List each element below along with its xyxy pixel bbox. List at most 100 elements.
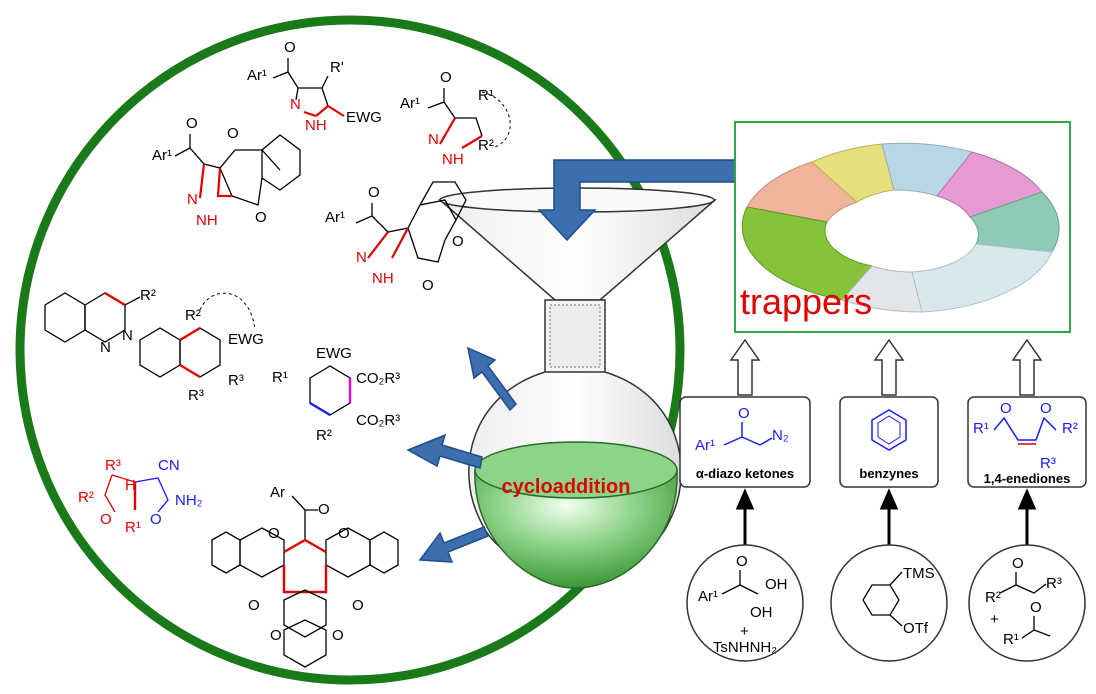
feed-arrow bbox=[537, 159, 736, 242]
product-naphthalene: R² EWG R³ R³ bbox=[139, 292, 264, 404]
p6-r3b: R³ bbox=[188, 387, 204, 404]
p1-ar1: Ar¹ bbox=[247, 67, 267, 84]
p4-o3: O bbox=[422, 277, 434, 294]
p9-o0: O bbox=[318, 501, 330, 518]
p4-ar1: Ar¹ bbox=[325, 209, 345, 226]
p8-r1: R¹ bbox=[125, 519, 141, 536]
sm1-ar1: Ar¹ bbox=[698, 588, 718, 605]
p9-o1: O bbox=[268, 525, 280, 542]
p1-o: O bbox=[284, 39, 296, 56]
p8-o1: O bbox=[100, 511, 112, 528]
p1-n: N bbox=[290, 96, 301, 113]
sm1-oh1: OH bbox=[765, 576, 788, 593]
start-enedione: O R² R³ + O R¹ bbox=[968, 544, 1086, 662]
p4-nh: NH bbox=[372, 270, 394, 287]
p4-o1: O bbox=[368, 184, 380, 201]
p7-co2r3-a: CO₂R³ bbox=[356, 370, 400, 387]
p9-ar: Ar bbox=[270, 484, 285, 501]
diazo-ar1: Ar¹ bbox=[695, 437, 715, 454]
p3-ar1: Ar¹ bbox=[152, 147, 172, 164]
output-arrow-3 bbox=[418, 526, 490, 563]
p4-n: N bbox=[356, 249, 367, 266]
p3-n: N bbox=[187, 191, 198, 208]
p3-o3: O bbox=[255, 209, 267, 226]
p8-r2: R² bbox=[78, 489, 94, 506]
p8-cn: CN bbox=[158, 457, 180, 474]
p7-co2r3-b: CO₂R³ bbox=[356, 412, 400, 429]
p9-o5: O bbox=[270, 627, 282, 644]
puzzle-ring bbox=[741, 142, 1060, 313]
sm3-r3: R³ bbox=[1046, 575, 1062, 592]
p7-r2: R² bbox=[316, 427, 332, 444]
output-arrows bbox=[406, 346, 517, 563]
p4-o2: O bbox=[452, 233, 464, 250]
puzzle-piece-pale bbox=[911, 243, 1053, 313]
p5-n2: N bbox=[122, 327, 133, 344]
product-naphthoquinone-pyrazole: O Ar¹ O O N NH bbox=[152, 115, 301, 229]
p9-o3: O bbox=[248, 597, 260, 614]
p1-ewg: EWG bbox=[346, 109, 382, 126]
output-arrow-1 bbox=[466, 346, 517, 412]
trappers-label: trappers bbox=[740, 281, 872, 322]
p8-h: H bbox=[125, 477, 136, 494]
p1-nh: NH bbox=[305, 117, 327, 134]
product-cinnoline: R² N N bbox=[44, 287, 156, 356]
p6-r2: R² bbox=[185, 307, 201, 324]
puzzle-piece-green bbox=[741, 206, 873, 301]
p2-r1: R¹ bbox=[478, 87, 494, 104]
sm1-plus: + bbox=[740, 623, 749, 640]
hollow-arrows bbox=[729, 338, 1043, 396]
product-pyrazole-2: O Ar¹ R¹ N NH R² bbox=[400, 69, 511, 168]
p3-o2: O bbox=[227, 125, 239, 142]
enedione-r2: R² bbox=[1062, 420, 1078, 437]
precursor-benzynes: benzynes bbox=[839, 396, 939, 488]
precursor-label-enediones: 1,4-enediones bbox=[984, 471, 1071, 486]
product-phthalate: EWG R¹ CO₂R³ CO₂R³ R² bbox=[272, 345, 400, 444]
sm3-o1: O bbox=[1012, 555, 1024, 572]
precursor-label-diazo: α-diazo ketones bbox=[696, 466, 794, 481]
sm1-tsnhnh2: TsNHNH₂ bbox=[713, 639, 777, 656]
center-label: cycloaddition bbox=[502, 476, 631, 498]
enedione-r1: R¹ bbox=[973, 420, 989, 437]
p3-o1: O bbox=[186, 115, 198, 132]
sm1-oh2: OH bbox=[750, 604, 773, 621]
p2-r2: R² bbox=[478, 137, 494, 154]
p8-o2: O bbox=[150, 511, 162, 528]
precursor-enediones: O O R¹ R² R³ 1,4-enediones bbox=[967, 396, 1087, 488]
diazo-n2: N₂ bbox=[772, 427, 789, 444]
p2-o: O bbox=[440, 69, 452, 86]
outer-ring bbox=[15, 15, 685, 685]
sm3-plus: + bbox=[990, 611, 999, 628]
sm1-o: O bbox=[736, 553, 748, 570]
enedione-r3: R³ bbox=[1040, 455, 1056, 472]
p8-nh2: NH₂ bbox=[175, 492, 203, 509]
enedione-o1: O bbox=[1000, 400, 1012, 417]
precursor-label-benzynes: benzynes bbox=[859, 466, 918, 481]
hollow-arrow-3 bbox=[1011, 338, 1043, 396]
enedione-o2: O bbox=[1040, 400, 1052, 417]
p6-ewg: EWG bbox=[228, 331, 264, 348]
p1-r: R' bbox=[330, 59, 344, 76]
precursor-diazo: O Ar¹ N₂ α-diazo ketones bbox=[679, 396, 811, 488]
sm3-r2: R² bbox=[985, 589, 1001, 606]
p6-r3a: R³ bbox=[228, 372, 244, 389]
output-arrow-2 bbox=[406, 433, 483, 469]
product-bis-quinone: Ar O O O O O O O bbox=[211, 484, 399, 668]
p5-n1: N bbox=[100, 339, 111, 356]
p7-ewg: EWG bbox=[316, 345, 352, 362]
puzzle-piece-gray bbox=[841, 265, 923, 313]
flask-liquid bbox=[474, 469, 678, 589]
p7-r1: R¹ bbox=[272, 369, 288, 386]
trappers-panel: trappers bbox=[734, 121, 1071, 333]
flask: cycloaddition bbox=[437, 187, 718, 589]
diazo-o: O bbox=[738, 405, 750, 422]
sm2-tms: TMS bbox=[903, 565, 935, 582]
p2-ar1: Ar¹ bbox=[400, 95, 420, 112]
sm2-otf: OTf bbox=[903, 620, 929, 637]
sm3-r1: R¹ bbox=[1003, 631, 1019, 648]
p5-r2: R² bbox=[140, 287, 156, 304]
p9-o2: O bbox=[338, 525, 350, 542]
p9-o6: O bbox=[332, 627, 344, 644]
